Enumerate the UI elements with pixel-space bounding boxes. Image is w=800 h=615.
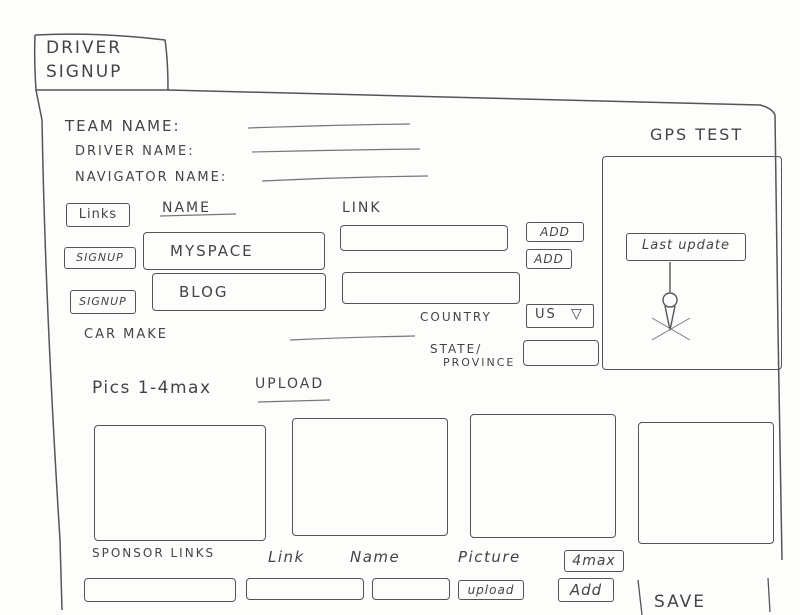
sponsor-max-badge: 4max <box>564 550 624 572</box>
link-field-blog[interactable] <box>342 272 520 304</box>
driver-name-label: DRIVER NAME: <box>75 144 195 159</box>
state-province-field[interactable] <box>523 340 599 366</box>
links-link-header: LINK <box>342 200 382 216</box>
name-field-myspace[interactable]: MYSPACE <box>143 232 325 270</box>
name-field-myspace-value: MYSPACE <box>170 242 254 260</box>
gps-map-panel[interactable] <box>602 156 782 370</box>
country-select[interactable]: US ▽ <box>526 304 594 328</box>
add-button-1[interactable]: ADD <box>526 222 584 242</box>
add-button-2[interactable]: ADD <box>526 249 572 269</box>
gps-title: GPS TEST <box>650 125 744 144</box>
sponsor-upload-button[interactable]: upload <box>458 580 524 600</box>
picture-slot-2[interactable] <box>292 418 448 536</box>
picture-slot-3[interactable] <box>470 414 616 538</box>
car-make-label: CAR MAKE <box>84 327 168 342</box>
picture-slot-4[interactable] <box>638 422 774 544</box>
sponsor-add-button[interactable]: Add <box>558 578 614 602</box>
name-field-blog-value: BLOG <box>179 283 229 301</box>
name-field-blog[interactable]: BLOG <box>152 273 326 311</box>
picture-slot-1[interactable] <box>94 425 266 541</box>
signup-button-myspace[interactable]: SIGNUP <box>64 247 136 269</box>
state-label-line1: STATE/ <box>430 342 483 356</box>
tab-title-line2[interactable]: SIGNUP <box>46 62 123 82</box>
link-field-myspace[interactable] <box>340 225 508 251</box>
sponsor-name-header: Name <box>350 548 401 566</box>
team-name-label: TEAM NAME: <box>65 117 181 135</box>
sponsor-link-header: Link <box>268 548 305 566</box>
sponsor-picture-field[interactable] <box>372 578 450 600</box>
country-label: COUNTRY <box>420 310 492 324</box>
links-label: Links <box>66 203 130 227</box>
country-select-value: US <box>535 307 557 322</box>
sponsor-name-field[interactable] <box>246 578 364 600</box>
sponsor-picture-header: Picture <box>458 548 521 566</box>
links-name-header: NAME <box>162 200 211 216</box>
save-button[interactable]: SAVE <box>654 592 707 612</box>
sponsor-links-label: SPONSOR LINKS <box>92 546 216 560</box>
navigator-name-label: NAVIGATOR NAME: <box>75 170 228 185</box>
pics-label: Pics 1-4max <box>92 378 212 398</box>
sponsor-link-field[interactable] <box>84 578 236 602</box>
tab-title-line1[interactable]: DRIVER <box>46 38 123 58</box>
signup-button-blog[interactable]: SIGNUP <box>70 290 136 314</box>
state-label-line2: PROVINCE <box>443 356 516 369</box>
pics-upload-link[interactable]: UPLOAD <box>255 376 325 392</box>
last-update-callout: Last update <box>626 233 746 261</box>
chevron-down-icon: ▽ <box>571 306 584 322</box>
